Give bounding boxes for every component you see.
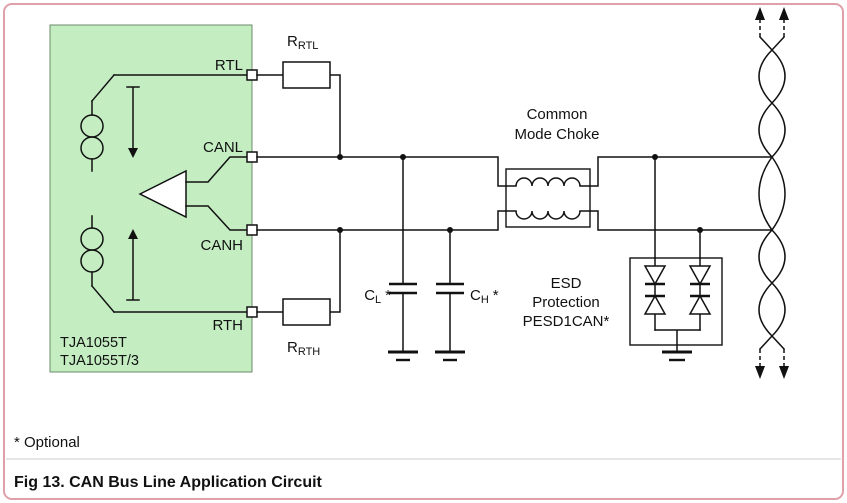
junction-ch-canh [447, 227, 453, 233]
cl-label-base: C [364, 287, 375, 304]
figure-caption: Fig 13. CAN Bus Line Application Circuit [14, 474, 323, 491]
optional-note: * Optional [14, 434, 80, 451]
junction-dots [337, 154, 703, 233]
esd-label-line3: PESD1CAN* [523, 313, 610, 330]
choke-label-line1: Common [527, 106, 588, 123]
bus-continues-up-left-arrow-icon [755, 7, 765, 20]
ch-plates-icon [436, 282, 464, 295]
ch-label: CH * [470, 287, 499, 306]
bus-continues-down-left-arrow-icon [755, 366, 765, 379]
rrtl-body [282, 61, 331, 89]
twisted-pair-top-flare [758, 35, 786, 52]
twisted-pair-wire-left [758, 49, 773, 337]
rth-up-arrow-icon [128, 229, 138, 239]
junction-rrth-canh [337, 227, 343, 233]
bus-continues-down-right-arrow-icon [779, 366, 789, 379]
resistor-rrtl: RRTL [256, 33, 341, 158]
transceiver-amplifier-icon [138, 169, 187, 219]
esd-left-diode-down-icon [643, 265, 667, 286]
common-mode-choke: Common Mode Choke [505, 106, 600, 228]
chip-internal-circuit [80, 73, 248, 314]
rth-current-source-circle-2 [80, 227, 104, 251]
rrth-label-sub: RTH [298, 346, 320, 358]
amplifier-canl-wire [185, 156, 248, 183]
junction-cl-canl [400, 154, 406, 160]
chip-name-line2: TJA1055T/3 [60, 353, 139, 369]
pin-canl [246, 151, 258, 163]
amplifier-canh-wire [185, 205, 248, 231]
pin-label-canl: CANL [203, 139, 243, 156]
ch-label-base: C [470, 287, 481, 304]
esd-label-line1: ESD [551, 275, 582, 292]
twisted-pair-top-dashed [759, 19, 785, 37]
cl-label-suffix: * [385, 287, 391, 304]
choke-label-line2: Mode Choke [514, 126, 599, 143]
chip-body-border [49, 24, 253, 373]
canl-bus-line [256, 156, 773, 187]
pin-label-rtl: RTL [215, 57, 243, 74]
esd-box [629, 257, 723, 346]
esd-label-line2: Protection [532, 294, 600, 311]
rrth-body [282, 298, 331, 326]
pin-rth [246, 306, 258, 318]
esd-ground-wire [654, 329, 701, 353]
bus-continues-up-right-arrow-icon [779, 7, 789, 20]
junction-esd-canl [652, 154, 658, 160]
canh-bus-line [256, 210, 773, 231]
esd-left-diode-up-icon [643, 294, 667, 315]
junction-rrtl-canl [337, 154, 343, 160]
twisted-pair-wire-right [771, 49, 786, 337]
rrth-label-base: R [287, 339, 298, 356]
rrtl-wires [256, 74, 341, 158]
ch-label-sub: H [481, 294, 489, 306]
pin-label-canh: CANH [200, 237, 243, 254]
rtl-current-source-circle-2 [80, 136, 104, 160]
rth-switch-blade [90, 284, 116, 314]
ch-label-suffix: * [493, 287, 499, 304]
rtl-switch-blade [90, 73, 116, 103]
capacitor-cl: CL * [364, 156, 418, 362]
rrth-wires [256, 229, 341, 313]
choke-winding-canh-icon [515, 210, 581, 220]
chip-name-line1: TJA1055T [60, 335, 127, 351]
cl-label: CL * [364, 287, 391, 306]
pin-canh [246, 224, 258, 236]
cl-plates-icon [389, 282, 417, 295]
figure-border [3, 3, 844, 500]
rrtl-label: RRTL [287, 33, 318, 52]
pin-label-rth: RTH [212, 317, 243, 334]
twisted-pair-bus [755, 7, 789, 379]
rrth-label: RRTH [287, 339, 320, 358]
twisted-pair-bottom-flare [758, 334, 786, 351]
rtl-rail-line [126, 86, 140, 149]
rtl-down-arrow-icon [128, 148, 138, 158]
esd-right-diode-up-icon [688, 294, 712, 315]
resistor-rrth: RRTH [256, 229, 341, 358]
esd-right-diode-down-icon [688, 265, 712, 286]
esd-protection: ESD Protection PESD1CAN* [523, 156, 723, 362]
rrtl-label-sub: RTL [298, 40, 319, 52]
cl-label-sub: L [375, 294, 381, 306]
twisted-pair-bottom-dashed [759, 349, 785, 367]
pin-rtl [246, 69, 258, 81]
choke-box [505, 168, 591, 228]
rth-rail-line [126, 238, 140, 301]
rrtl-label-base: R [287, 33, 298, 50]
choke-winding-canl-icon [515, 177, 581, 187]
capacitor-ch: CH * [435, 229, 499, 362]
junction-esd-canh [697, 227, 703, 233]
